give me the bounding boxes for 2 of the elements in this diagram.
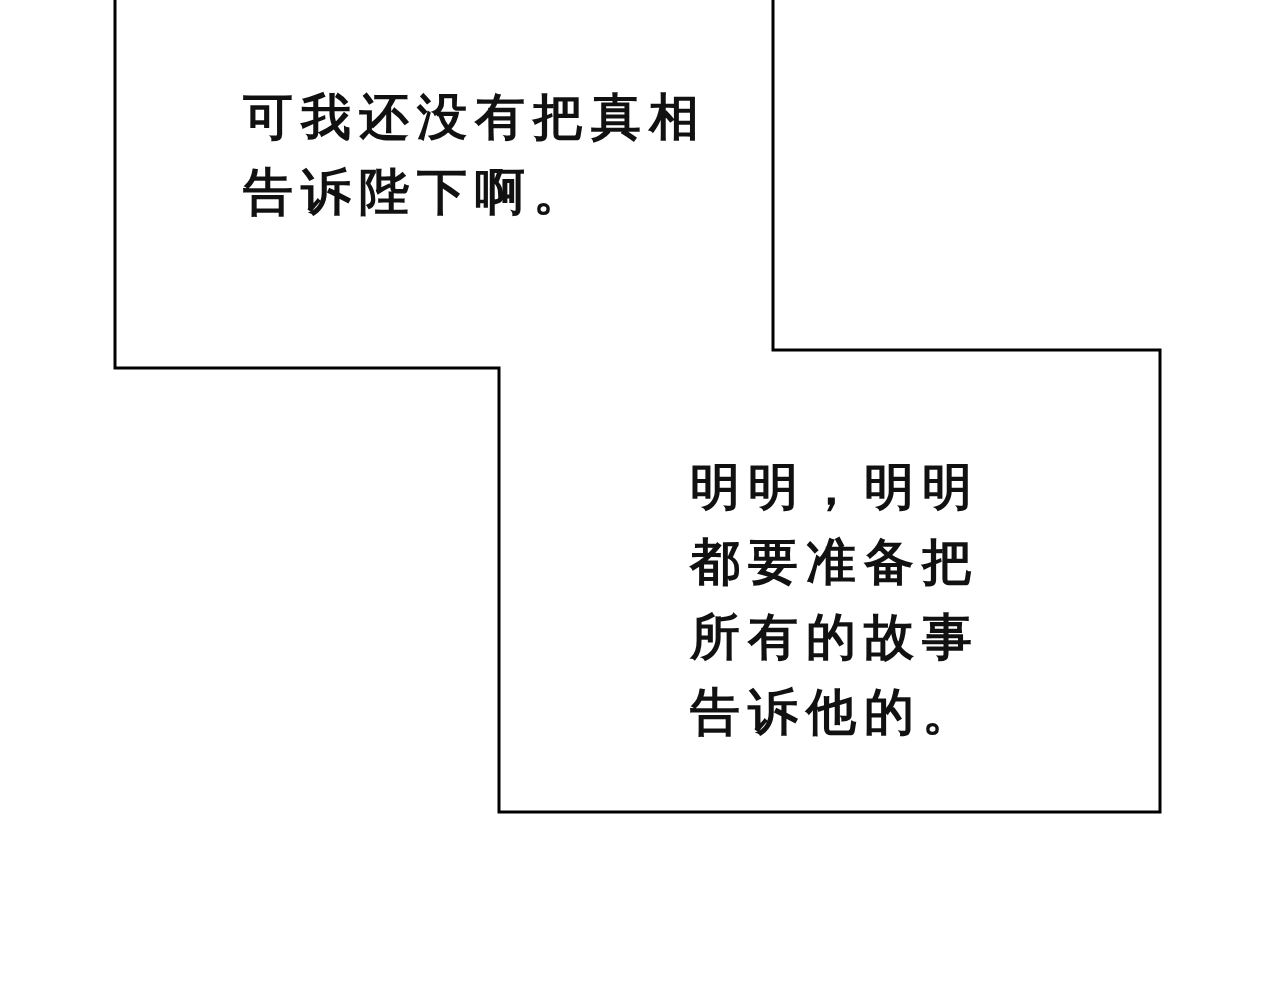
- caption-text: 可我还没有把真相告诉陛下啊。: [243, 87, 708, 223]
- caption-text: 明明，明明都要准备把所有的故事告诉他的。: [690, 457, 981, 743]
